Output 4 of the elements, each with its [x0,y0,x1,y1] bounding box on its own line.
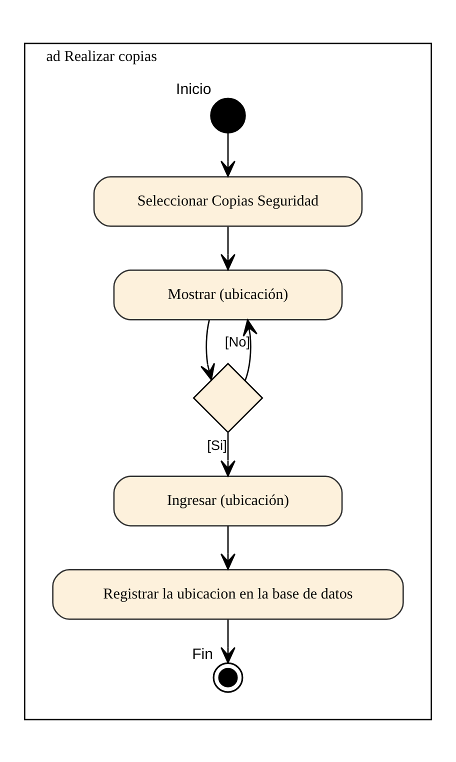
node-label: Inicio [176,80,212,98]
edge-label: [Si] [207,438,227,453]
node-label: Fin [192,645,214,662]
edge-label: [No] [224,334,250,350]
